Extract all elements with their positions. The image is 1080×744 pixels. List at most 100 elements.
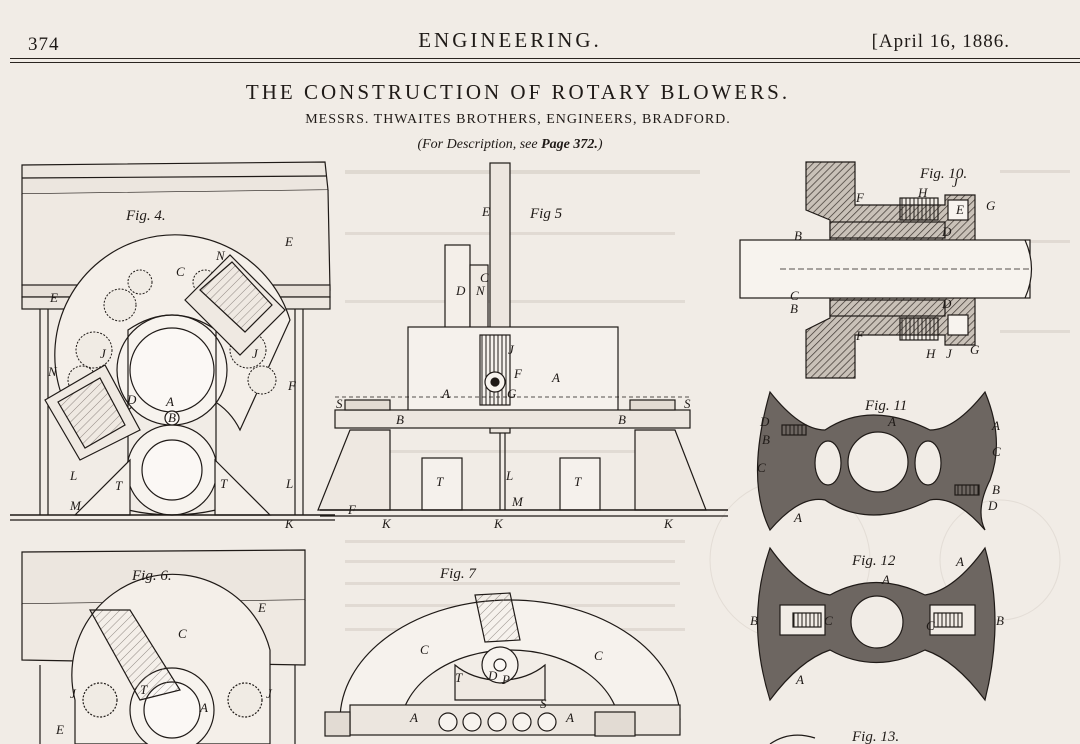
label-A: A (551, 370, 560, 385)
label-A: A (409, 710, 418, 725)
label-M: M (69, 498, 82, 513)
label-T: T (436, 474, 444, 489)
label-N: N (475, 283, 486, 298)
label-K: K (493, 516, 504, 531)
label-D: D (455, 283, 466, 298)
label-D: D (126, 392, 137, 407)
label-J: J (508, 342, 515, 357)
label-B: B (762, 432, 770, 447)
label-D: D (941, 296, 952, 311)
label-E: E (955, 202, 964, 217)
label-A: A (991, 418, 1000, 433)
label-T: T (220, 476, 228, 491)
label-D: D (759, 414, 770, 429)
label-A: A (565, 710, 574, 725)
figure-13 (769, 734, 816, 744)
fig-12-caption: Fig. 12 (851, 553, 896, 569)
label-J: J (946, 346, 953, 361)
note-prefix: (For Description, see (417, 137, 542, 152)
journal-title: ENGINEERING. (418, 28, 602, 52)
article-title: THE CONSTRUCTION OF ROTARY BLOWERS. (245, 80, 791, 104)
label-C: C (790, 288, 799, 303)
label-A: A (881, 572, 890, 587)
fig-7-caption: Fig. 7 (439, 566, 477, 582)
fig-4-caption: Fig. 4. (125, 208, 166, 224)
label-M: M (511, 494, 524, 509)
header-rule (10, 58, 1080, 59)
label-H: H (925, 346, 936, 361)
label-L: L (285, 476, 293, 491)
fig-13-caption: Fig. 13. (851, 729, 899, 744)
label-C: C (926, 618, 935, 633)
header-rule-thin (10, 62, 1080, 63)
label-B: B (794, 228, 802, 243)
label-L: L (69, 468, 77, 483)
label-B: B (992, 482, 1000, 497)
note-page: Page 372. (541, 137, 598, 152)
label-E: E (257, 600, 266, 615)
label-B: B (790, 301, 798, 316)
figure-4 (10, 161, 335, 521)
label-A: A (955, 554, 964, 569)
label-G: G (970, 342, 980, 357)
label-J: J (252, 346, 259, 361)
label-B: B (618, 412, 626, 427)
label-T: T (455, 670, 463, 685)
figure-5 (317, 162, 728, 517)
page-number: 374 (28, 34, 60, 55)
label-S: S (540, 696, 547, 711)
label-F: F (855, 190, 865, 205)
label-T: T (140, 682, 148, 697)
label-C: C (992, 444, 1001, 459)
label-S: S (336, 396, 343, 411)
label-A: A (795, 672, 804, 687)
label-H: H (917, 185, 928, 200)
label-K: K (381, 516, 392, 531)
label-S: S (684, 396, 691, 411)
label-T: T (574, 474, 582, 489)
label-E: E (49, 290, 58, 305)
figure-11 (756, 390, 997, 532)
figure-10 (739, 161, 1033, 379)
label-B: B (996, 613, 1004, 628)
label-J: J (952, 175, 959, 190)
label-E: E (481, 204, 490, 219)
label-C: C (420, 642, 429, 657)
label-L: L (505, 468, 513, 483)
label-D: D (941, 224, 952, 239)
label-A: A (165, 394, 174, 409)
label-K: K (284, 516, 295, 531)
part-labels: E E C N N A B F D J J L L T T M K E D N … (47, 175, 1004, 737)
label-C: C (176, 264, 185, 279)
note-suffix: ) (597, 137, 603, 152)
label-B: B (168, 410, 176, 425)
label-J: J (70, 686, 77, 701)
issue-date: [April 16, 1886. (871, 31, 1010, 52)
label-A: A (793, 510, 802, 525)
label-E: E (55, 722, 64, 737)
label-C: C (594, 648, 603, 663)
label-B: B (396, 412, 404, 427)
label-C: C (178, 626, 187, 641)
label-C: C (757, 460, 766, 475)
description-note: (For Description, see Page 372.) (0, 137, 1020, 153)
label-J: J (266, 686, 273, 701)
label-T: T (115, 478, 123, 493)
fig-6-caption: Fig. 6. (131, 568, 172, 584)
label-A: A (887, 414, 896, 429)
label-A: A (199, 700, 208, 715)
label-K: K (663, 516, 674, 531)
label-G: G (507, 386, 517, 401)
label-F: F (287, 378, 297, 393)
label-J: J (100, 346, 107, 361)
label-N: N (47, 364, 58, 379)
label-E: E (284, 234, 293, 249)
label-P: P (501, 672, 510, 687)
label-F: F (855, 328, 865, 343)
label-F: F (347, 502, 357, 517)
figure-12 (756, 546, 996, 702)
label-B: B (750, 613, 758, 628)
label-N: N (215, 248, 226, 263)
fig-10-caption: Fig. 10. (919, 166, 967, 182)
